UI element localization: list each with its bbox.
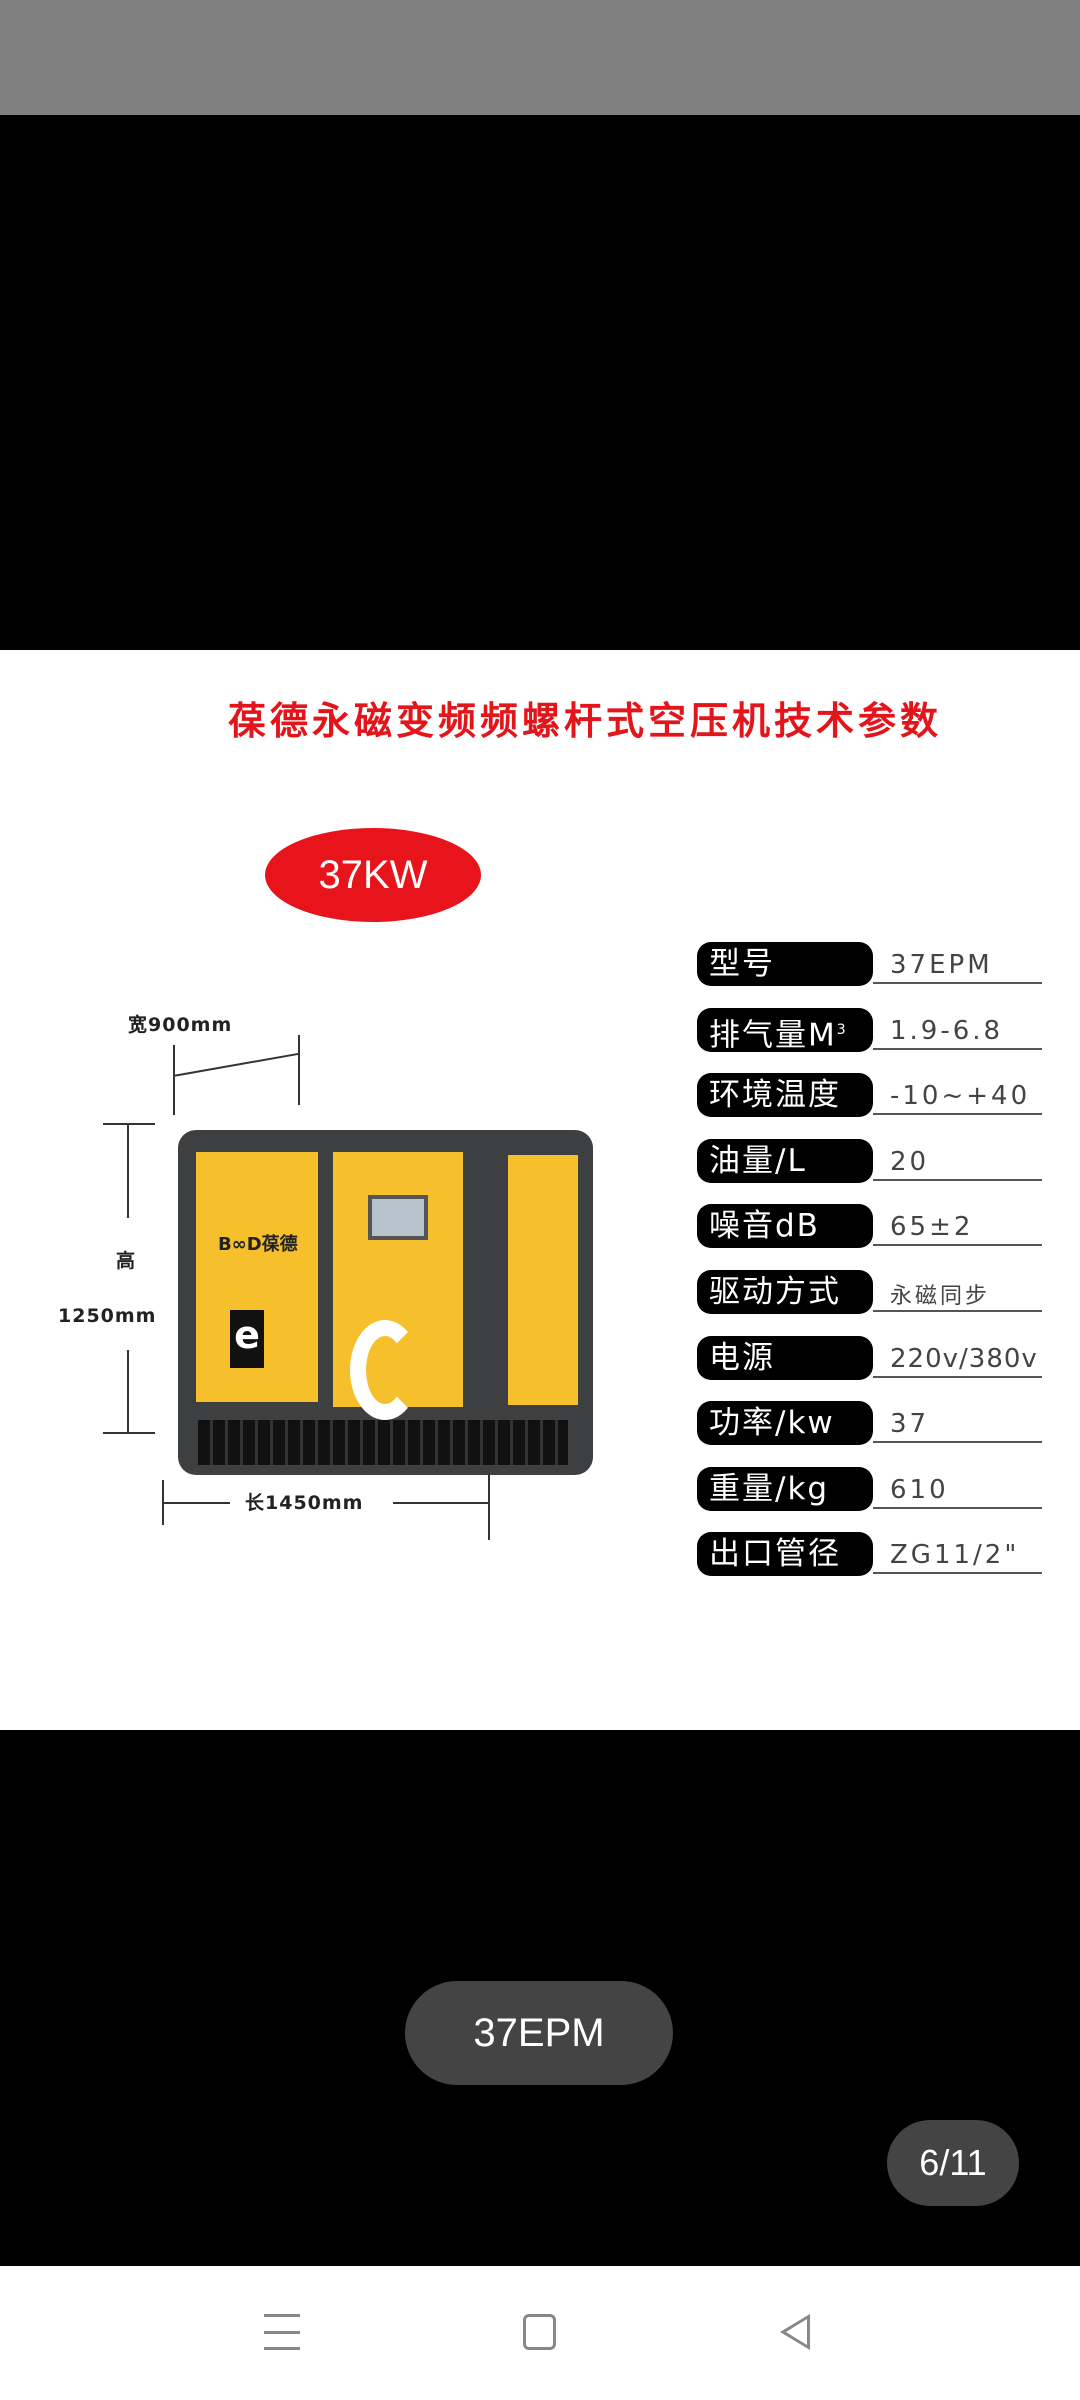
spec-value: ZG11/2"	[890, 1540, 1020, 1571]
infinity-logo	[350, 1320, 420, 1420]
spec-label: 油量/L	[697, 1138, 873, 1183]
dim-line	[173, 1045, 175, 1115]
spec-label: 驱动方式	[697, 1269, 873, 1314]
brand-logo: B∞D葆德	[218, 1234, 298, 1255]
cabinet: B∞D葆德 e	[178, 1130, 593, 1475]
power-badge: 37KW	[265, 828, 481, 922]
spec-label: 型号	[697, 942, 873, 986]
dim-line	[103, 1123, 155, 1125]
spec-label: 重量/kg	[697, 1466, 873, 1511]
spec-value: 37	[890, 1409, 930, 1440]
spec-value: 220v/380v	[890, 1343, 1038, 1374]
spec-value: -10~+40	[890, 1081, 1031, 1112]
dim-line	[103, 1432, 155, 1434]
image-counter: 6/11	[887, 2120, 1019, 2206]
dim-line	[298, 1035, 300, 1105]
control-screen	[368, 1195, 428, 1240]
spec-label: 出口管径	[697, 1532, 873, 1577]
product-image[interactable]: 葆德永磁变频频螺杆式空压机技术参数 37KW 宽900mm 高 1250mm 长…	[0, 650, 1080, 1730]
e-badge: e	[230, 1310, 264, 1368]
spec-label: 电源	[697, 1335, 873, 1380]
vent-grill	[198, 1420, 568, 1465]
spec-value: 65±2	[890, 1212, 974, 1243]
width-label: 宽900mm	[128, 1014, 233, 1036]
navigation-bar	[0, 2266, 1080, 2400]
spec-value: 610	[890, 1474, 949, 1505]
spec-value: 1.9-6.8	[890, 1015, 1004, 1046]
height-value: 1250mm	[58, 1305, 157, 1327]
spec-label: 噪音dB	[697, 1204, 873, 1249]
spec-value: 永磁同步	[890, 1283, 991, 1309]
height-label: 高	[116, 1250, 137, 1272]
back-icon[interactable]	[780, 2314, 810, 2350]
menu-icon[interactable]	[264, 2314, 300, 2350]
spec-label: 功率/kw	[697, 1401, 873, 1446]
dim-line	[488, 1475, 490, 1540]
image-caption: 37EPM	[405, 1981, 673, 2085]
dim-line	[393, 1502, 488, 1504]
spec-value: 20	[890, 1146, 930, 1177]
spec-label: 排气量M3	[697, 1007, 873, 1053]
home-icon[interactable]	[523, 2314, 556, 2350]
spec-label: 环境温度	[697, 1073, 873, 1118]
dim-line	[172, 1052, 299, 1077]
side-panel	[508, 1155, 578, 1405]
spec-value: 37EPM	[890, 950, 993, 980]
length-label: 长1450mm	[245, 1492, 364, 1514]
status-bar	[0, 0, 1080, 115]
dim-line	[162, 1502, 230, 1504]
air-compressor: B∞D葆德 e	[178, 1120, 593, 1495]
dim-line	[127, 1350, 129, 1432]
image-title: 葆德永磁变频频螺杆式空压机技术参数	[227, 699, 942, 743]
dim-line	[127, 1123, 129, 1218]
